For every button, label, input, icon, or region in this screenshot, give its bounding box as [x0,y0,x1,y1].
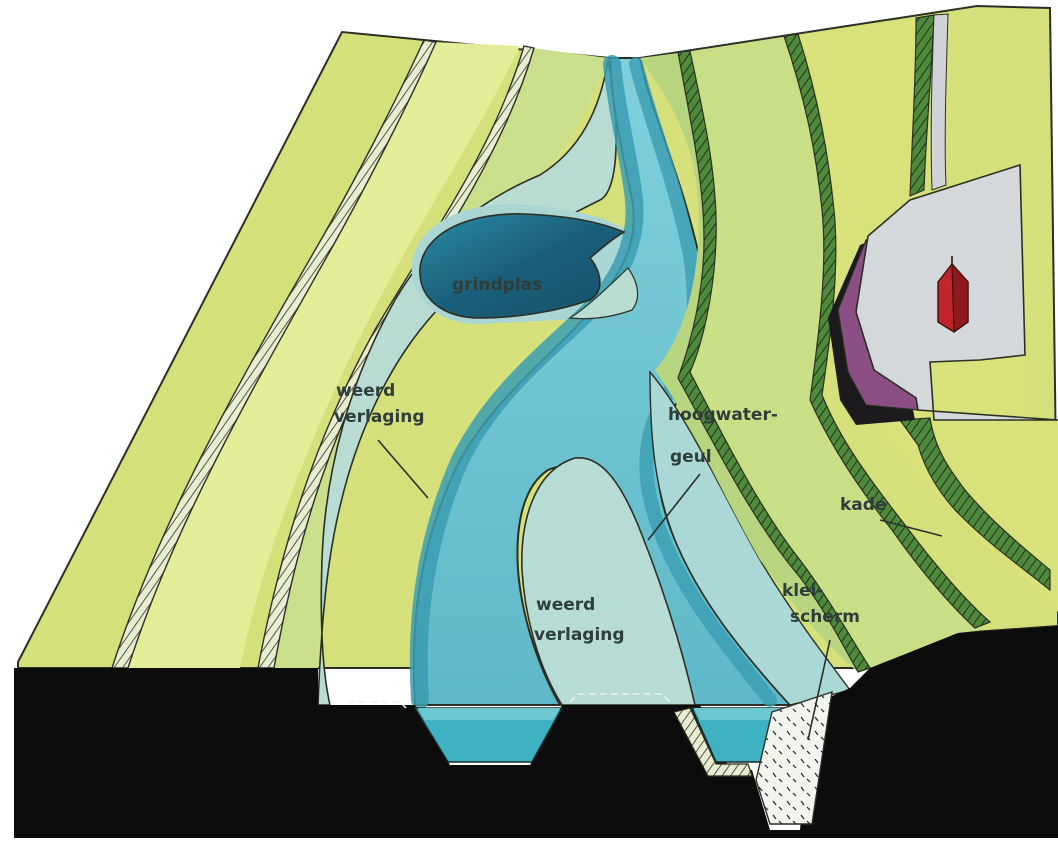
label-hoogwatergeul-2: geul [670,447,712,467]
label-grindplas: grindplas [452,275,542,295]
label-kleischerm-2: scherm [790,607,860,627]
label-weerdverlaging-upper-2: verlaging [334,407,425,427]
label-weerdverlaging-lower-1: weerd [536,595,595,615]
label-hoogwatergeul-1: hoogwater- [668,405,778,425]
road-strip [931,14,948,190]
label-kade: kade [840,495,886,515]
label-kleischerm-1: klei- [782,581,824,601]
label-weerdverlaging-upper-1: weerd [336,381,395,401]
label-weerdverlaging-lower-2: verlaging [534,625,625,645]
river-section-left-top [418,708,560,720]
